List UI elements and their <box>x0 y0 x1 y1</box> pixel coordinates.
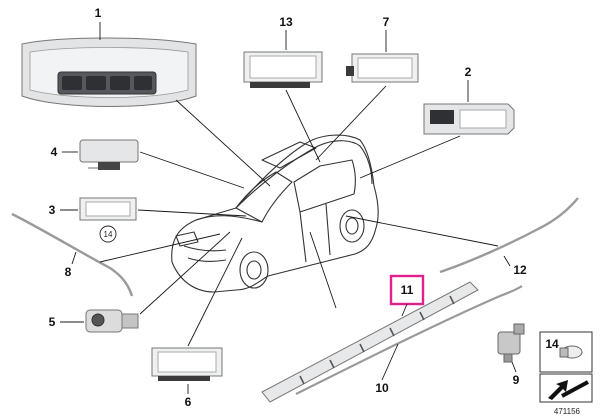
direction-arrow-bar <box>561 380 589 398</box>
car-rear-hatch <box>359 145 373 185</box>
diagram-id: 471156 <box>554 407 581 416</box>
leader-1 <box>175 99 271 187</box>
leader-5 <box>139 231 231 315</box>
roof-console-button-block <box>57 71 157 95</box>
part-7-lamp <box>346 53 419 83</box>
leader-12-top <box>503 255 511 267</box>
reading-light-lens <box>459 109 507 129</box>
roof-console-button-a <box>62 76 82 90</box>
part-11-sill-trim <box>261 281 479 403</box>
leader-8-top <box>71 251 77 265</box>
ref-14-circle <box>99 225 117 243</box>
label-4: 4 <box>51 145 58 159</box>
lamp-6-base <box>158 376 210 381</box>
leader-13 <box>285 89 321 163</box>
label-6: 6 <box>185 395 192 409</box>
part-3-lamp <box>79 197 137 221</box>
leader-8 <box>99 233 221 263</box>
connector-9-body <box>497 331 521 355</box>
label-5: 5 <box>49 315 56 329</box>
leader-10 <box>381 343 399 381</box>
roof-console-button-b <box>86 76 106 90</box>
leader-11 <box>401 303 408 317</box>
label-7: 7 <box>383 15 390 29</box>
car-rear-wheel-hub <box>345 217 359 235</box>
leader-6 <box>187 237 243 347</box>
label-13: 13 <box>279 15 293 29</box>
lamp-3-lens <box>85 201 131 217</box>
label-1: 1 <box>95 6 102 20</box>
car-headlight <box>175 231 199 247</box>
leader-3 <box>137 209 247 217</box>
sensor-5-lens <box>91 313 105 327</box>
label-8: 8 <box>65 265 72 279</box>
reading-light-switch <box>430 110 454 124</box>
car-bonnet-line <box>195 215 263 223</box>
car-roofline <box>235 140 361 209</box>
car-grille <box>183 245 227 262</box>
part-10-light-fibre <box>295 285 523 395</box>
car-door-line <box>299 203 331 263</box>
label-10: 10 <box>375 381 389 395</box>
car-side-window <box>293 159 356 213</box>
leader-12 <box>345 215 499 247</box>
connector-9-pin <box>503 353 513 363</box>
roof-console-button-d <box>134 76 152 90</box>
direction-arrow-icon <box>548 380 568 400</box>
part-8-light-guide <box>11 212 134 297</box>
leader-7 <box>315 85 387 161</box>
part-4-lamp <box>79 139 139 170</box>
label-2: 2 <box>465 65 472 79</box>
part-9-connector <box>497 323 525 363</box>
part-2-reading-light <box>423 103 515 135</box>
lamp-4-clip <box>98 162 120 170</box>
part-6-lamp <box>151 347 223 381</box>
legend-label-14: 14 <box>545 337 559 351</box>
leader-4 <box>139 151 245 189</box>
label-9: 9 <box>513 373 520 387</box>
lamp-7-lens <box>357 57 413 79</box>
legend-box-14: 14 <box>539 331 593 373</box>
sill-trim-clips <box>299 295 455 385</box>
lamp-4-body <box>79 139 139 163</box>
sensor-5-plug <box>121 313 139 329</box>
roof-console-button-c <box>110 76 130 90</box>
leader-11-car <box>309 231 337 309</box>
part-5-sensor <box>85 309 139 333</box>
label-12: 12 <box>513 263 527 277</box>
leader-2 <box>359 135 461 179</box>
lamp-13-lens <box>249 55 317 79</box>
lamp-13-base <box>250 82 310 88</box>
bulb-14-base <box>559 347 569 358</box>
label-3: 3 <box>49 203 56 217</box>
connector-9-tab <box>513 323 525 335</box>
car-rear-wheel <box>339 209 365 243</box>
car-illustration <box>171 134 379 293</box>
lamp-7-connector <box>346 66 354 76</box>
label-11: 11 <box>401 283 414 297</box>
leader-9 <box>511 361 517 373</box>
legend-box-arrow <box>539 373 593 403</box>
part-12-light-guide <box>439 197 579 274</box>
car-front-wheel <box>239 251 269 289</box>
part-1-roof-console <box>21 37 197 107</box>
car-front-wheel-hub <box>246 260 262 280</box>
car-sunroof <box>261 141 317 169</box>
part-13-lamp <box>243 51 323 88</box>
car-windshield <box>235 171 293 223</box>
lamp-6-lens <box>157 351 217 373</box>
label-14-circled: 14 <box>104 230 113 239</box>
